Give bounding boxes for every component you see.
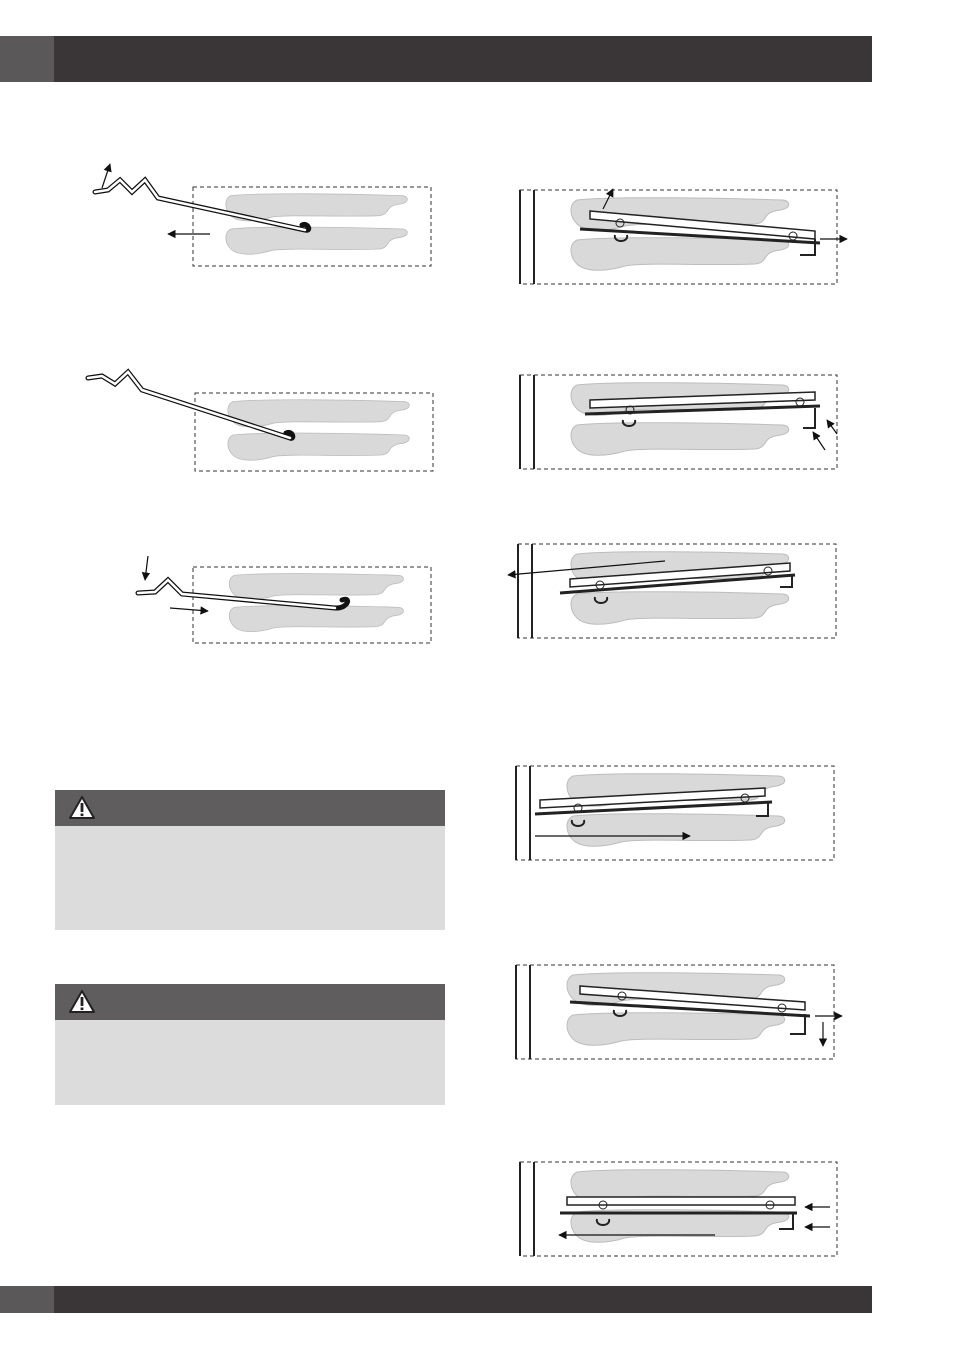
shelf-step-2-figure	[85, 368, 434, 472]
shelf-step-1-figure	[92, 163, 432, 267]
warning-box-1-text	[55, 826, 445, 850]
warning-triangle-icon	[69, 796, 95, 819]
runner-step-5-figure	[515, 964, 843, 1060]
warning-triangle-icon	[69, 990, 95, 1013]
runner-step-3-figure	[507, 543, 837, 639]
runner-step-1-figure	[519, 188, 848, 285]
footer-fill	[54, 1286, 872, 1313]
warning-box-1-header	[55, 790, 445, 826]
runner-step-6-figure	[519, 1161, 838, 1257]
runner-step-2-figure	[519, 374, 838, 470]
warning-box-2-header	[55, 984, 445, 1020]
footer-bar	[0, 1286, 872, 1313]
warning-box-2	[55, 984, 445, 1105]
header-tab	[0, 36, 54, 82]
shelf-step-3-figure	[135, 555, 432, 644]
header-bar	[0, 36, 872, 82]
runner-step-4-figure	[515, 765, 835, 861]
warning-box-2-text	[55, 1020, 445, 1044]
header-fill	[54, 36, 872, 82]
warning-box-1	[55, 790, 445, 930]
footer-tab	[0, 1286, 54, 1313]
